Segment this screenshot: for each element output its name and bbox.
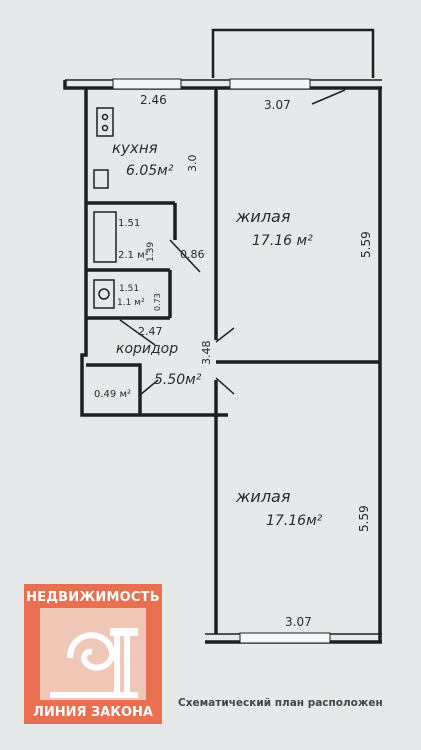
- kitchen-name: кухня: [112, 139, 158, 157]
- living-top-side-dim: 5.59: [359, 231, 373, 258]
- toilet-height-dim: 0.73: [153, 293, 162, 311]
- doors: [119, 89, 346, 396]
- logo-top-text: НЕДВИЖИМОСТЬ: [26, 590, 160, 605]
- fixtures: [93, 107, 117, 309]
- toilet-area: 1.1 м²: [117, 298, 145, 308]
- living-top-name: жилая: [235, 207, 291, 226]
- bath-height-dim: 1.39: [146, 242, 156, 262]
- living-top-dim: 3.07: [264, 98, 291, 112]
- corridor-height-dim: 3.48: [200, 341, 213, 366]
- walls: [63, 28, 382, 644]
- corridor-name: коридор: [116, 341, 178, 357]
- agency-logo: НЕДВИЖИМОСТЬ ЛИНИЯ ЗАКОНА: [24, 584, 162, 724]
- closet-area: 0.49 м²: [94, 389, 131, 400]
- kitchen-area: 6.05м²: [126, 163, 174, 179]
- living-bottom-dim: 3.07: [285, 615, 312, 629]
- logo-bottom-text: ЛИНИЯ ЗАКОНА: [33, 705, 153, 720]
- plan-caption: Схематический план расположен: [178, 697, 383, 709]
- windows: [112, 78, 331, 644]
- toilet-width-dim: 1.51: [119, 284, 139, 294]
- living-bottom-area: 17.16м²: [266, 513, 323, 529]
- kitchen-side-dim: 3.0: [186, 155, 199, 173]
- living-bottom-name: жилая: [235, 487, 291, 506]
- logo-emblem: [40, 608, 146, 700]
- bath-area: 2.1 м²: [118, 250, 149, 261]
- corridor-width-dim: 2.47: [138, 325, 163, 338]
- door-width-dim: 0.86: [180, 248, 205, 261]
- kitchen-top-dim: 2.46: [140, 93, 167, 107]
- living-bottom-side-dim: 5.59: [357, 505, 371, 532]
- corridor-area: 5.50м²: [154, 372, 202, 388]
- bath-width-dim: 1.51: [118, 218, 140, 229]
- column-emblem-icon: [50, 628, 138, 698]
- living-top-area: 17.16 м²: [252, 233, 313, 249]
